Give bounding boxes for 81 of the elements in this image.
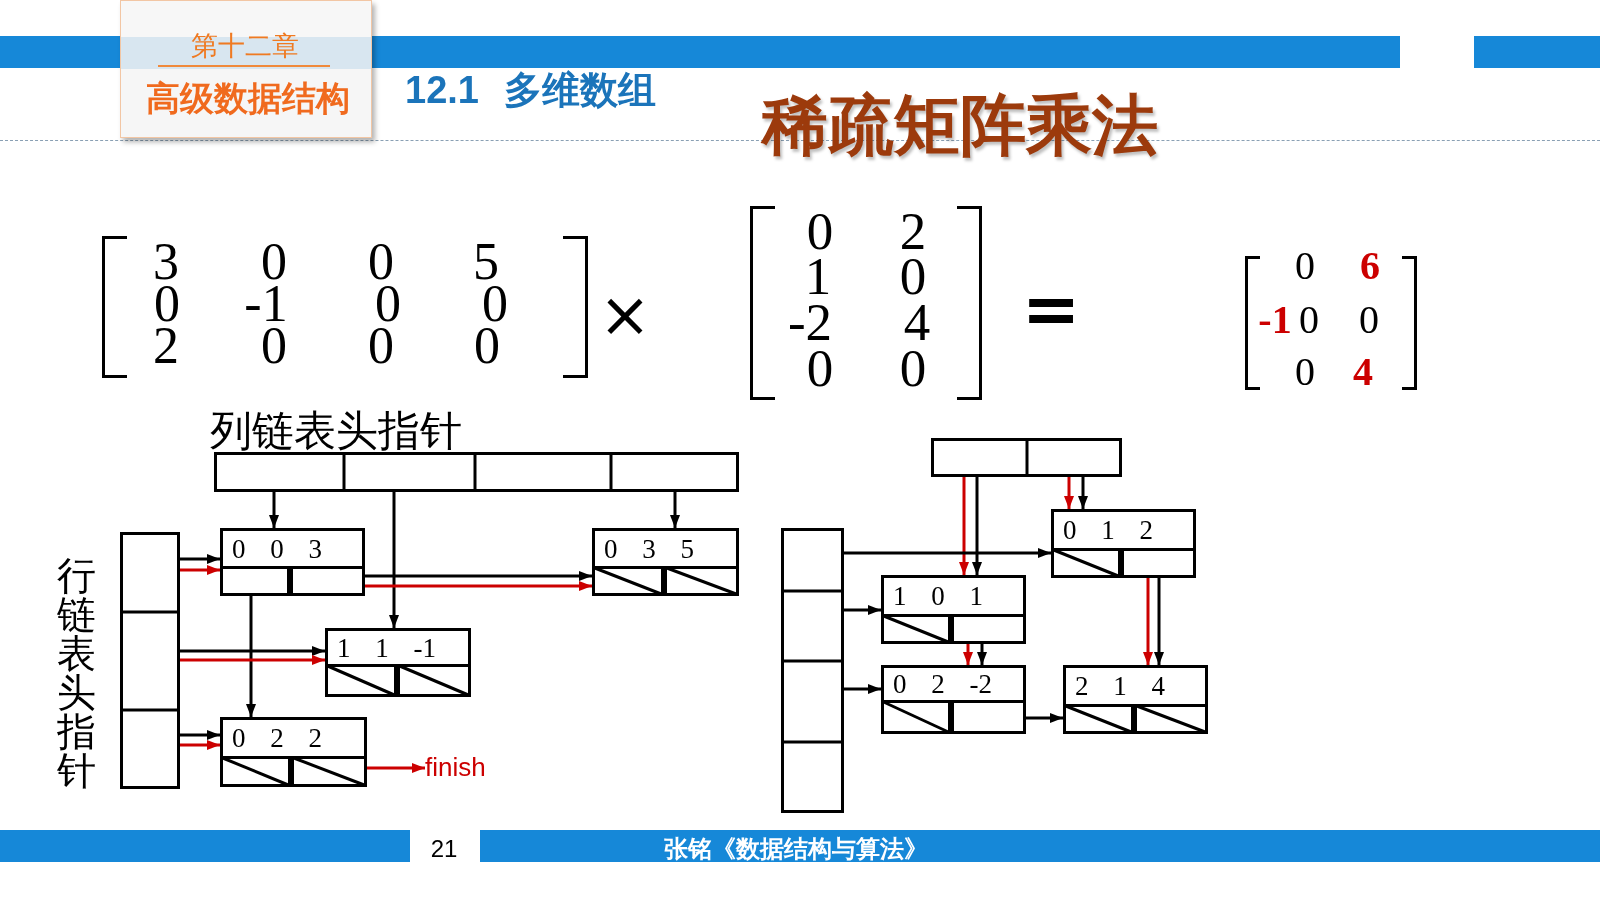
matrix-entry: 0 bbox=[261, 241, 287, 283]
arrow bbox=[365, 571, 592, 581]
node-values: 0 0 3 bbox=[232, 535, 322, 562]
arrow bbox=[963, 644, 973, 665]
slide-title: 稀疏矩阵乘法 bbox=[762, 92, 1158, 158]
node-values: 0 3 5 bbox=[604, 535, 694, 562]
arrow bbox=[180, 655, 325, 665]
arrow bbox=[180, 730, 220, 740]
arrow bbox=[972, 477, 982, 575]
list-node bbox=[592, 528, 739, 596]
matrix-entry: 4 bbox=[903, 300, 931, 344]
matrix-entry: -1 bbox=[244, 283, 288, 325]
arrow bbox=[180, 740, 220, 750]
matrix-entry: 4 bbox=[1353, 356, 1373, 388]
matrix-entry: 0 bbox=[154, 283, 180, 325]
matrix-entry: 0 bbox=[368, 241, 394, 283]
chapter-title: 高级数据结构 bbox=[146, 81, 350, 115]
matrix-entry: 0 bbox=[375, 283, 401, 325]
node-values: 0 2 2 bbox=[232, 724, 322, 752]
equals-sign: = bbox=[1021, 288, 1081, 330]
matrix-entry: 0 bbox=[368, 325, 394, 367]
arrow bbox=[1154, 578, 1164, 665]
end-text: finish bbox=[425, 754, 486, 780]
matrix-entry: -1 bbox=[1258, 304, 1292, 336]
matrix-entry: -2 bbox=[787, 300, 833, 344]
arrow bbox=[180, 554, 220, 564]
matrix-entry: 0 bbox=[806, 346, 834, 390]
page-number: 21 bbox=[430, 837, 458, 861]
matrix-entry: 6 bbox=[1360, 250, 1380, 282]
arrow bbox=[269, 492, 279, 528]
matrix-entry: 0 bbox=[261, 325, 287, 367]
array-heading: 列链表头指针 bbox=[210, 410, 462, 452]
matrix-entry: 5 bbox=[473, 241, 499, 283]
list-node bbox=[1063, 665, 1208, 734]
arrow bbox=[180, 646, 325, 656]
node-values: 0 2 -2 bbox=[893, 670, 992, 698]
node-values: 2 1 4 bbox=[1075, 672, 1165, 700]
matrix-entry: 3 bbox=[153, 241, 179, 283]
list-node bbox=[881, 665, 1026, 734]
arrow bbox=[367, 763, 425, 773]
arrow bbox=[959, 477, 969, 575]
matrix-entry: 0 bbox=[1295, 250, 1315, 282]
matrix-entry: 0 bbox=[1359, 304, 1379, 336]
arrow bbox=[844, 605, 881, 615]
matrix-entry: 1 bbox=[804, 254, 832, 298]
arrow bbox=[1078, 477, 1088, 509]
matrix-entry: 0 bbox=[1299, 304, 1319, 336]
matrix-entry: 0 bbox=[1295, 356, 1315, 388]
matrix-entry: 2 bbox=[899, 209, 927, 253]
matrix-entry: 0 bbox=[899, 346, 927, 390]
arrow bbox=[1064, 477, 1074, 509]
arrow bbox=[844, 548, 1051, 558]
pointer-array bbox=[931, 438, 1122, 477]
node-values: 1 1 -1 bbox=[337, 634, 436, 661]
arrow bbox=[389, 492, 399, 628]
matrix-entry: 0 bbox=[482, 283, 508, 325]
multiply-sign: × bbox=[599, 290, 651, 340]
matrix-entry: 0 bbox=[474, 325, 500, 367]
arrow bbox=[1026, 713, 1063, 723]
arrow bbox=[670, 492, 680, 528]
chapter-label: 第十二章 bbox=[191, 32, 299, 60]
pointer-array bbox=[781, 528, 844, 813]
matrix-entry: 0 bbox=[806, 209, 834, 253]
list-node bbox=[881, 575, 1026, 644]
matrix-entry: 2 bbox=[153, 325, 179, 367]
matrix-entry: 0 bbox=[899, 254, 927, 298]
list-node bbox=[1051, 509, 1196, 578]
arrow bbox=[246, 596, 256, 717]
footer-text: 张铭《数据结构与算法》 bbox=[664, 837, 928, 861]
arrow bbox=[365, 581, 592, 591]
arrow bbox=[180, 565, 220, 575]
list-node bbox=[325, 628, 471, 697]
array-heading: 行链表头指针 bbox=[56, 556, 97, 790]
node-values: 1 0 1 bbox=[893, 582, 983, 610]
list-node bbox=[220, 528, 365, 596]
arrow bbox=[844, 684, 881, 694]
section-heading: 12.1 多维数组 bbox=[405, 71, 656, 109]
arrow bbox=[977, 644, 987, 665]
arrow bbox=[1143, 578, 1153, 665]
node-values: 0 1 2 bbox=[1063, 516, 1153, 544]
list-node bbox=[220, 717, 367, 787]
